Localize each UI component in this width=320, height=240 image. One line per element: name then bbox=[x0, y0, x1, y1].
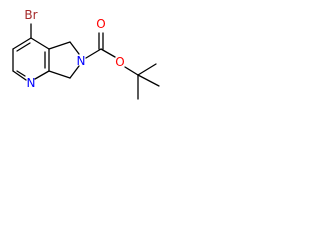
atom-label-n-pyridine: N bbox=[27, 76, 36, 90]
bond-cq-methyl-right bbox=[137, 74, 160, 87]
atom-n-ring: N bbox=[77, 54, 86, 68]
bond-c4-c3a bbox=[30, 37, 50, 50]
bond-ch2-top-n bbox=[69, 41, 80, 55]
bond-lines bbox=[12, 23, 160, 100]
bond-n1-c2 bbox=[12, 70, 27, 81]
atom-br: Br bbox=[24, 8, 37, 22]
atom-o-carbonyl: O bbox=[96, 17, 105, 31]
molecule-structure: Br N N O O bbox=[12, 8, 160, 100]
bond-carbonyl-oester bbox=[100, 48, 116, 58]
atom-o-ester: O bbox=[115, 55, 124, 69]
bond-c7a-n1 bbox=[34, 70, 50, 80]
bond-c3-c4-inner bbox=[16, 42, 31, 52]
bond-ch2-bottom-c7a bbox=[48, 70, 71, 79]
bond-n-carbonyl bbox=[85, 48, 102, 59]
atom-label-n-ring: N bbox=[77, 54, 86, 68]
atom-n-pyridine: N bbox=[27, 76, 36, 90]
atom-label-br: Br bbox=[24, 8, 37, 22]
bond-c3-c4 bbox=[12, 37, 32, 50]
bond-oester-cq bbox=[124, 66, 139, 76]
bond-n1-c2-inner bbox=[16, 70, 26, 77]
bond-cq-methyl-up bbox=[137, 63, 157, 76]
bond-c3a-ch2-top bbox=[48, 41, 71, 50]
atom-label-o-carbonyl: O bbox=[96, 17, 105, 31]
atom-label-o-ester: O bbox=[115, 55, 124, 69]
bond-n-ch2-bottom bbox=[69, 65, 80, 79]
